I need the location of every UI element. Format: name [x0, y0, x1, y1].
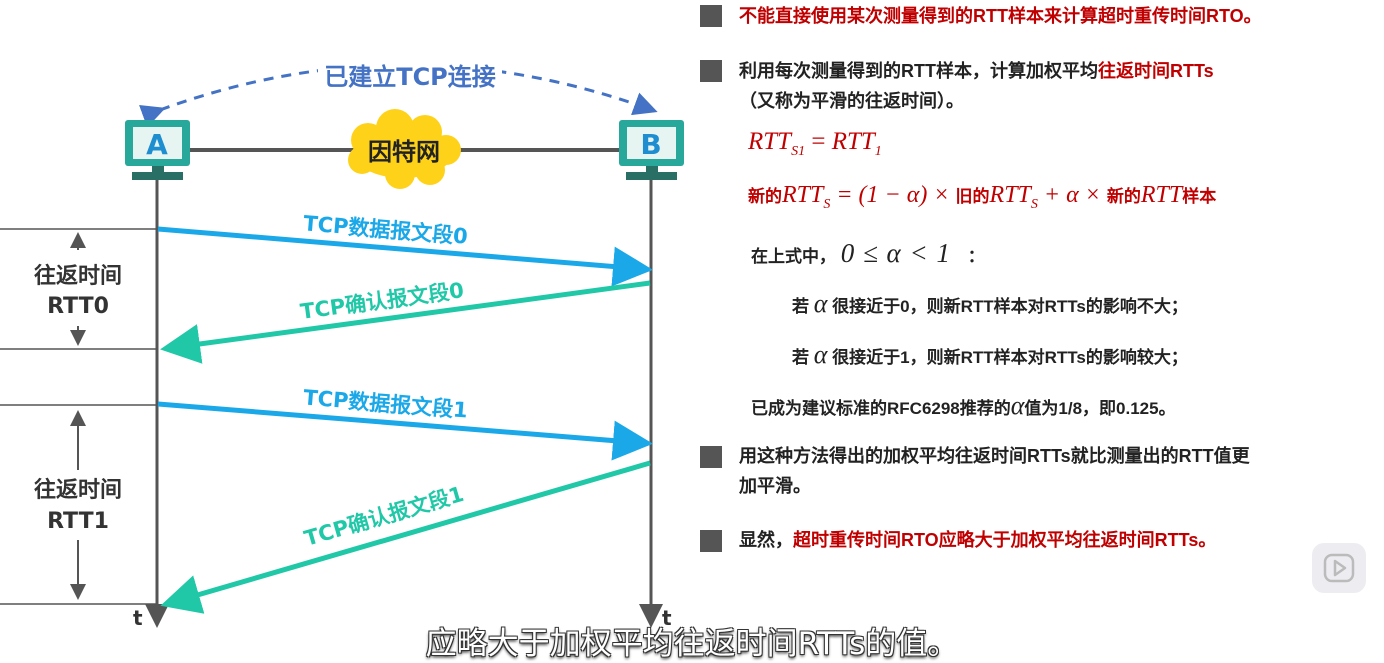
formula-smoothed: 新的RTTS = (1 − α) × 旧的RTTS + α × 新的RTT样本: [748, 182, 1216, 213]
internet-label: 因特网: [368, 138, 440, 166]
alpha-symbol: α: [813, 289, 828, 318]
bullet-square-icon: [700, 530, 722, 552]
internet-cloud: 因特网: [348, 109, 461, 189]
bullet-4-pre: 显然，: [739, 530, 793, 550]
formula-2-rtt: RTT: [782, 182, 824, 208]
formula-2-plus: + α ×: [1043, 182, 1101, 208]
rtt1-label-line2: RTT1: [47, 509, 109, 534]
bullet-1-text: 不能直接使用某次测量得到的RTT样本来计算超时重传时间RTO。: [739, 6, 1262, 26]
condition-pre: 在上式中，: [751, 247, 836, 266]
condition-colon: ：: [967, 247, 985, 266]
bullet-2-highlight: 往返时间RTTs: [1098, 61, 1214, 81]
data-segment-0-arrow: [157, 226, 653, 287]
bullet-3-line2: 加平滑。: [739, 476, 811, 496]
host-b-icon: B: [619, 120, 684, 180]
bullet-4-highlight: 超时重传时间RTO应略大于加权平均往返时间RTTs。: [793, 530, 1217, 550]
time-label-b: t: [662, 606, 672, 630]
play-button[interactable]: [1312, 543, 1366, 593]
alpha-near-0-line: 若 α 很接近于0，则新RTT样本对RTTs的影响不大；: [792, 289, 1188, 319]
connection-label: 已建立TCP连接: [324, 63, 496, 91]
rfc-post: 值为1/8，即0.125。: [1024, 399, 1176, 418]
formula-2-rtt3: RTT: [1140, 182, 1183, 208]
rfc-pre: 已成为建议标准的RFC6298推荐的: [751, 399, 1011, 418]
bullet-4-text: 显然，超时重传时间RTO应略大于加权平均往返时间RTTs。: [739, 527, 1216, 554]
formula-2-mid: = (1 − α) ×: [836, 182, 950, 208]
bullet-2-pre: 利用每次测量得到的RTT样本，计算加权平均: [739, 61, 1098, 81]
formula-2-sub2: S: [1030, 196, 1038, 212]
bullet-square-icon: [700, 5, 722, 27]
formula-1-lhs: RTT: [748, 128, 792, 155]
rtt1-label-line1: 往返时间: [34, 477, 122, 503]
data-segment-1-arrow: [157, 401, 653, 461]
formula-1-eq: =: [811, 128, 826, 155]
formula-1-rhs-sub: 1: [874, 144, 882, 159]
bullet-square-icon: [700, 60, 722, 82]
alpha-near-1-line: 若 α 很接近于1，则新RTT样本对RTTs的影响较大；: [792, 340, 1188, 370]
rfc-recommendation: 已成为建议标准的RFC6298推荐的α值为1/8，即0.125。: [751, 391, 1176, 421]
formula-2-new: 新的: [748, 187, 782, 206]
alpha-symbol: α: [1010, 391, 1025, 420]
time-label-a: t: [133, 606, 143, 630]
formula-2-sub: S: [823, 196, 831, 212]
formula-2-rtt2: RTT: [989, 182, 1031, 208]
host-b-label: B: [640, 128, 661, 161]
alpha-near-1-rest: 很接近于1，则新RTT样本对RTTs的影响较大；: [832, 348, 1188, 367]
host-a-icon: A: [125, 120, 190, 180]
formula-2-sample: 样本: [1182, 187, 1217, 206]
alpha-near-0-rest: 很接近于0，则新RTT样本对RTTs的影响不大；: [832, 297, 1188, 316]
host-a-label: A: [146, 128, 168, 161]
formula-1-lhs-sub: S1: [791, 144, 806, 159]
ack-segment-1-arrow: [160, 460, 651, 614]
bullet-2-text: 利用每次测量得到的RTT样本，计算加权平均往返时间RTTs: [739, 58, 1214, 85]
condition-math: 0 ≤ α < 1: [840, 238, 951, 268]
bullet-square-icon: [700, 446, 722, 468]
formula-1-rhs: RTT: [831, 128, 875, 155]
formula-initial: RTTS1 = RTT1: [748, 128, 882, 160]
play-icon: [1323, 553, 1355, 583]
bullet-2-line2: （又称为平滑的往返时间）。: [739, 91, 964, 111]
formula-2-old: 旧的: [955, 187, 990, 206]
ack-segment-0-arrow: [160, 280, 651, 364]
if-word: 若: [792, 297, 809, 316]
rtt0-label-line2: RTT0: [47, 294, 109, 319]
rtt0-label-line1: 往返时间: [34, 263, 122, 289]
alpha-condition: 在上式中， 0 ≤ α < 1 ：: [751, 238, 985, 269]
video-subtitle: 应略大于加权平均往返时间RTTs的值。: [425, 626, 959, 662]
alpha-symbol: α: [813, 340, 828, 369]
formula-2-new2: 新的: [1106, 187, 1141, 206]
tcp-rtt-diagram: 已建立TCP连接 因特网 A B t t 往返时间 R: [0, 58, 684, 630]
if-word: 若: [792, 348, 809, 367]
bullet-3-line1: 用这种方法得出的加权平均往返时间RTTs就比测量出的RTT值更: [739, 446, 1250, 466]
